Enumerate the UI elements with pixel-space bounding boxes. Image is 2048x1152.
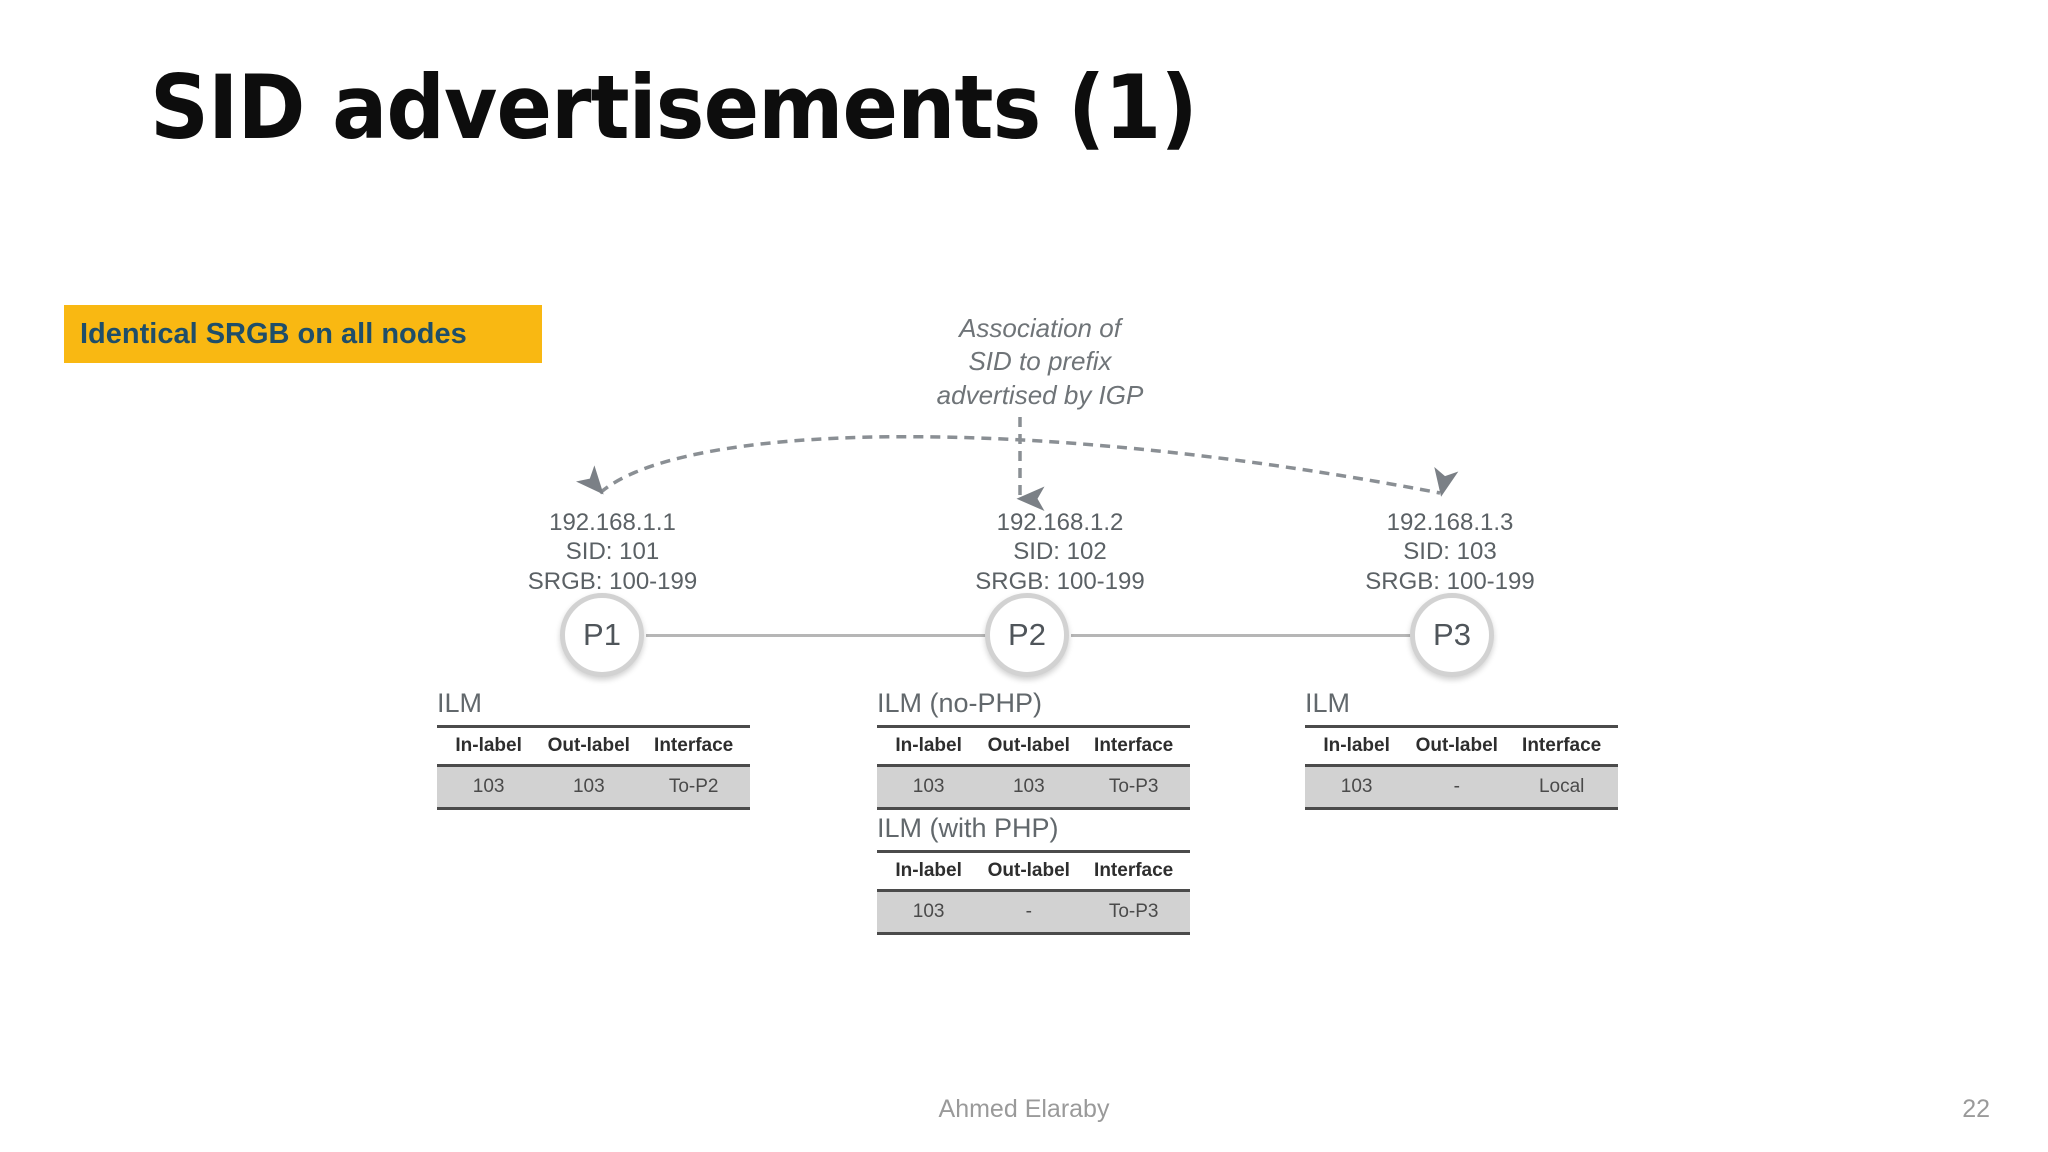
link-p2-p3 <box>1071 634 1412 637</box>
annotation-line-1: Association of <box>959 313 1121 343</box>
table-header-row: In-label Out-label Interface <box>1305 726 1618 767</box>
ilm-caption: ILM (with PHP) <box>877 813 1059 843</box>
cell-interface: To-P3 <box>1077 765 1190 810</box>
cell-interface: To-P2 <box>637 765 750 810</box>
annotation-text: Association of SID to prefix advertised … <box>890 312 1190 412</box>
cell-out-label: - <box>1408 765 1506 810</box>
ilm-group-p3: ILM In-label Out-label Interface 103 - L… <box>1305 688 1618 810</box>
page-title: SID advertisements (1) <box>150 56 1198 159</box>
node-srgb: SRGB: 100-199 <box>1365 567 1535 595</box>
link-p1-p2 <box>646 634 987 637</box>
table-row: 103 103 To-P2 <box>437 765 750 810</box>
annotation-arrows <box>575 417 1459 511</box>
ilm-table: In-label Out-label Interface 103 103 To-… <box>877 725 1190 810</box>
router-node-label: P1 <box>583 617 621 652</box>
table-header-row: In-label Out-label Interface <box>437 726 750 767</box>
column-header-out-label: Out-label <box>1408 726 1506 767</box>
callout-label: Identical SRGB on all nodes <box>80 317 467 350</box>
annotation-line-2: SID to prefix <box>968 346 1112 377</box>
table-row: 103 103 To-P3 <box>877 765 1190 810</box>
column-header-in-label: In-label <box>437 726 541 767</box>
table-row: 103 - Local <box>1305 765 1618 810</box>
cell-out-label: 103 <box>540 765 638 810</box>
router-node-p1[interactable]: P1 <box>560 593 644 677</box>
cell-in-label: 103 <box>1305 765 1409 810</box>
node-sid: SID: 103 <box>1403 538 1497 566</box>
cell-in-label: 103 <box>877 765 981 810</box>
column-header-interface: Interface <box>637 726 750 767</box>
callout-banner: Identical SRGB on all nodes <box>64 305 542 363</box>
arc-dashed-arrow <box>575 435 1459 497</box>
column-header-out-label: Out-label <box>980 851 1078 892</box>
node-srgb: SRGB: 100-199 <box>975 567 1145 595</box>
node-prefix: 192.168.1.2 <box>996 509 1124 536</box>
table-row: 103 - To-P3 <box>877 890 1190 935</box>
table-header-row: In-label Out-label Interface <box>877 726 1190 767</box>
ilm-table: In-label Out-label Interface 103 - Local <box>1305 725 1618 810</box>
ilm-table: In-label Out-label Interface 103 103 To-… <box>437 725 750 810</box>
node-info-p3: 192.168.1.3 SID: 103 SRGB: 100-199 <box>1300 508 1600 596</box>
column-header-out-label: Out-label <box>980 726 1078 767</box>
column-header-interface: Interface <box>1505 726 1618 767</box>
ilm-table: In-label Out-label Interface 103 - To-P3 <box>877 850 1190 935</box>
ilm-group-p2-with-php: ILM (with PHP) In-label Out-label Interf… <box>877 813 1190 935</box>
cell-interface: Local <box>1505 765 1618 810</box>
node-prefix: 192.168.1.3 <box>1386 509 1514 536</box>
cell-interface: To-P3 <box>1077 890 1190 935</box>
column-header-interface: Interface <box>1077 851 1190 892</box>
router-node-label: P3 <box>1433 617 1471 652</box>
ilm-caption: ILM <box>1305 688 1351 718</box>
node-sid: SID: 102 <box>1013 538 1107 566</box>
ilm-caption: ILM <box>437 688 483 718</box>
router-node-p2[interactable]: P2 <box>985 593 1069 677</box>
cell-in-label: 103 <box>437 765 541 810</box>
column-header-in-label: In-label <box>1305 726 1409 767</box>
cell-out-label: - <box>980 890 1078 935</box>
node-info-p2: 192.168.1.2 SID: 102 SRGB: 100-199 <box>910 508 1210 596</box>
footer-author: Ahmed Elaraby <box>938 1095 1110 1123</box>
node-info-p1: 192.168.1.1 SID: 101 SRGB: 100-199 <box>520 508 705 596</box>
column-header-in-label: In-label <box>877 726 981 767</box>
node-prefix: 192.168.1.1 <box>549 509 676 536</box>
cell-in-label: 103 <box>877 890 981 935</box>
node-sid: SID: 101 <box>565 538 660 566</box>
ilm-caption: ILM (no-PHP) <box>877 688 1043 718</box>
column-header-interface: Interface <box>1077 726 1190 767</box>
page-number: 22 <box>1962 1095 1990 1123</box>
table-header-row: In-label Out-label Interface <box>877 851 1190 892</box>
annotation-line-3: advertised by IGP <box>936 379 1144 410</box>
column-header-in-label: In-label <box>877 851 981 892</box>
router-node-p3[interactable]: P3 <box>1410 593 1494 677</box>
router-node-label: P2 <box>1008 617 1046 652</box>
topology-row: P1 P2 P3 <box>540 585 1600 690</box>
column-header-out-label: Out-label <box>540 726 638 767</box>
node-srgb: SRGB: 100-199 <box>527 567 698 595</box>
ilm-group-p2-no-php: ILM (no-PHP) In-label Out-label Interfac… <box>877 688 1190 810</box>
ilm-group-p1: ILM In-label Out-label Interface 103 103… <box>437 688 750 810</box>
cell-out-label: 103 <box>980 765 1078 810</box>
